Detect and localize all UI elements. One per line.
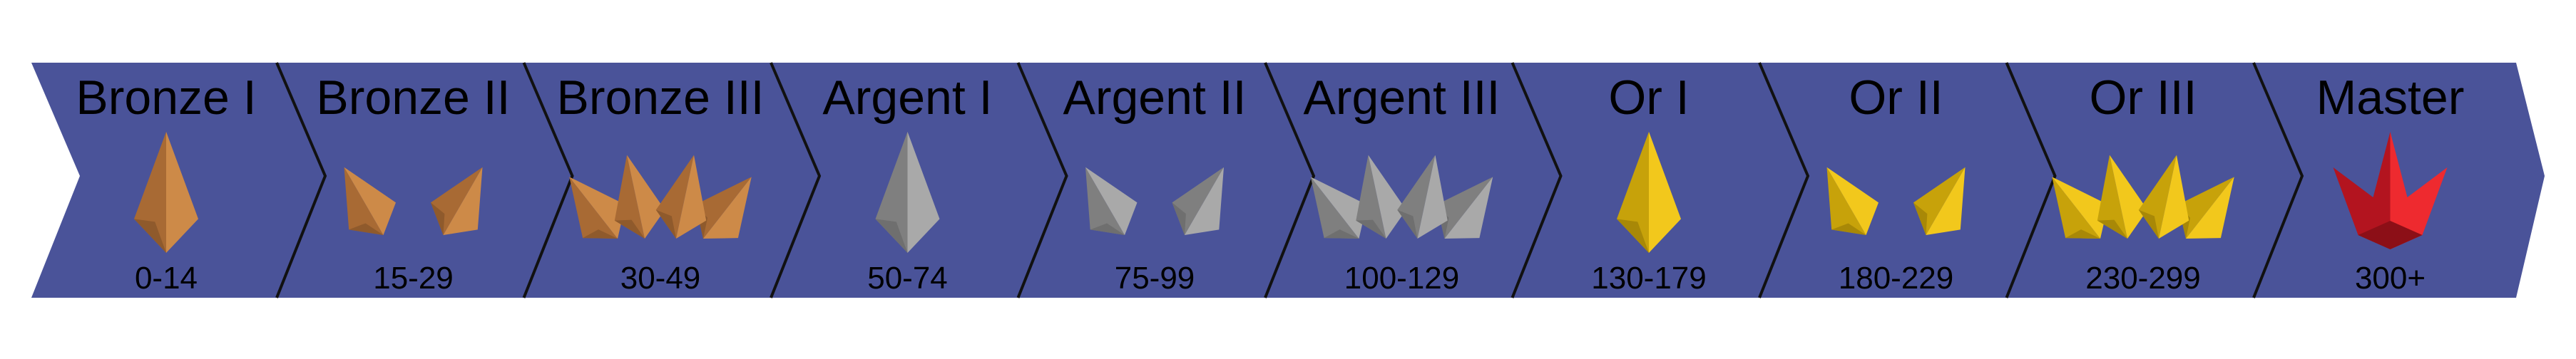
rank-range: 0-14 [135,261,198,296]
rank-segment: Bronze II 15-29 [316,71,510,296]
rank-name: Master [2316,71,2465,125]
rank-segment: Or II 180-229 [1826,71,1966,296]
segment-divider [1511,62,1563,298]
rank-name: Bronze II [316,71,510,125]
rank-range: 300+ [2355,261,2426,296]
rank-segment: Bronze I 0-14 [76,71,256,296]
rank-name: Bronze I [76,71,256,125]
segment-divider [1758,62,1810,298]
rank-range: 130-179 [1591,261,1706,296]
rank-segment: Master 300+ [2316,71,2465,296]
segment-dividers [275,62,2304,298]
rank-name: Or I [1608,71,1689,125]
segment-divider [770,62,822,298]
segment-divider [275,62,327,298]
rank-name: Argent III [1304,71,1501,125]
segment-divider [522,62,574,298]
rank-range: 230-299 [2085,261,2200,296]
triple-spike-icon [2052,155,2234,239]
single-spike-icon [134,132,198,253]
segment-divider [1016,62,1068,298]
rank-segment: Argent I 50-74 [822,71,992,296]
rank-name: Argent I [822,71,992,125]
double-spike-icon [1085,167,1224,235]
triple-spike-icon [569,155,752,239]
rank-range: 15-29 [373,261,454,296]
single-spike-icon [875,132,940,253]
single-spike-icon [1617,132,1681,253]
segment-divider [2005,62,2057,298]
segment-divider [2252,62,2304,298]
double-spike-icon [1826,167,1966,235]
rank-segment: Argent II 75-99 [1063,71,1246,296]
rank-segment: Argent III 100-129 [1304,71,1501,296]
rank-range: 100-129 [1344,261,1459,296]
rank-segment: Or I 130-179 [1591,71,1706,296]
banner-band [31,63,2545,298]
crown-icon [2333,132,2448,249]
rank-segment: Bronze III 30-49 [556,71,764,296]
triple-spike-icon [1310,155,1493,239]
rank-name: Or III [2089,71,2197,125]
rank-name: Argent II [1063,71,1246,125]
rank-range: 75-99 [1115,261,1195,296]
segment-divider [1264,62,1316,298]
double-spike-icon [344,167,483,235]
rank-range: 180-229 [1839,261,1953,296]
rank-segment: Or III 230-299 [2052,71,2234,296]
rank-name: Or II [1849,71,1943,125]
rank-name: Bronze III [556,71,764,125]
rank-range: 30-49 [620,261,701,296]
rank-range: 50-74 [867,261,948,296]
rank-segments: Bronze I 0-14 Bronze II 15-29 Bronze III 30-4… [76,71,2464,296]
